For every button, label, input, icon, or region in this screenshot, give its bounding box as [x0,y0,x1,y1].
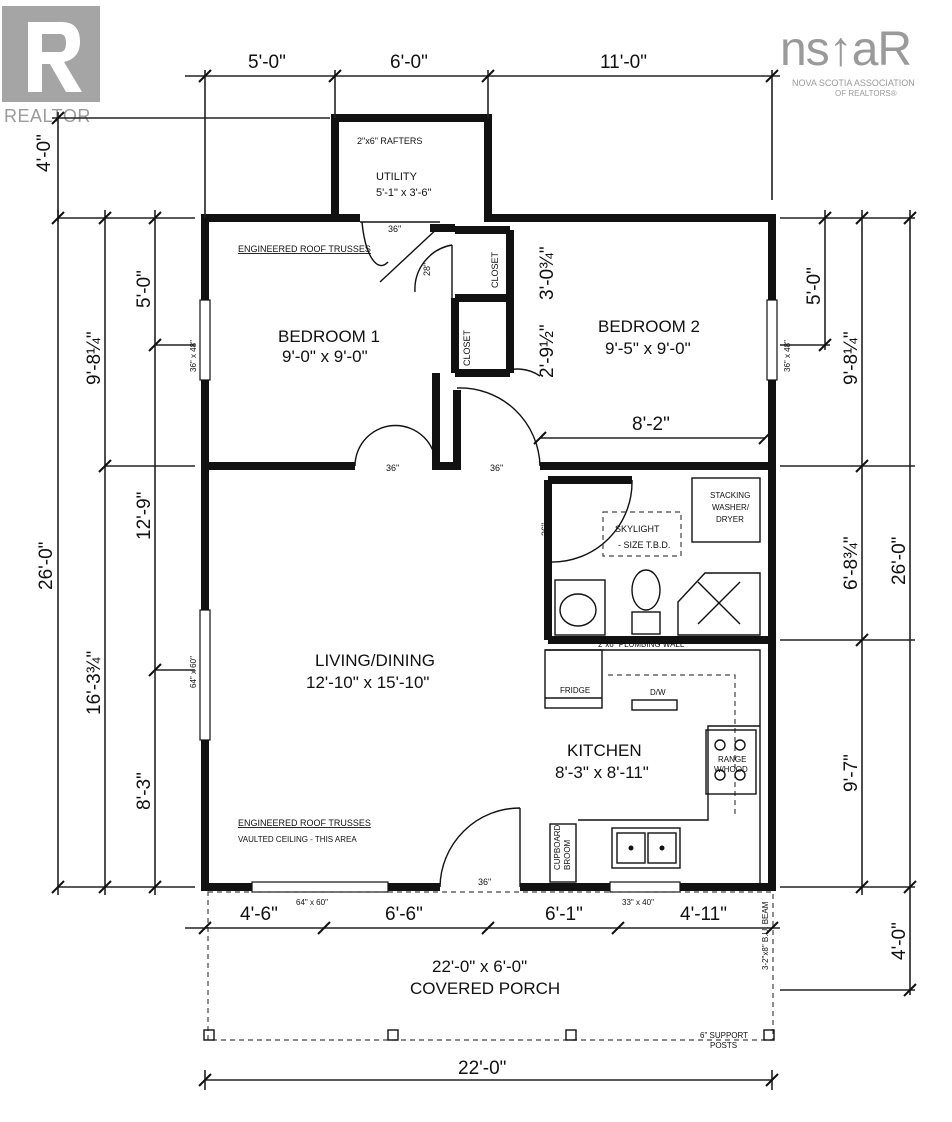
note-range-2: W/HOOD [714,765,748,774]
note-closet-2: CLOSET [462,329,472,366]
living-name: LIVING/DINING [315,651,435,670]
window-bed2-label: 36" x 48" [783,340,792,372]
interior-walls [205,214,772,644]
utility-size: 5'-1" x 3'-6" [376,187,432,199]
kitchen-name: KITCHEN [567,741,642,760]
dim-left-b: 12'-9" [134,492,155,540]
dim-right-porch: 4'-0" [889,922,910,960]
dim-bottom-b: 6'-6" [385,904,423,925]
dimension-ticks [51,69,917,1087]
dim-utility-depth: 4'-0" [34,134,55,172]
dimension-lines [52,70,915,1090]
door-closet1-label: 28" [422,263,432,276]
note-cupboard-1: CUPBOARD [553,824,562,870]
fixtures [544,477,761,890]
bedroom1-name: BEDROOM 1 [278,327,380,346]
bedroom1-size: 9'-0" x 9'-0" [282,347,368,366]
dim-left-lower: 16'-3¾" [84,651,105,715]
window-bed1-label: 36" x 48" [189,340,198,372]
dim-top-mid: 6'-0" [390,52,428,73]
porch-name: COVERED PORCH [410,979,560,998]
note-stacking-3: DRYER [716,515,744,524]
window-living-left-label: 64" x 60" [189,656,198,688]
dim-left-a: 5'-0" [134,270,155,308]
door-bed2-label: 36" [490,463,503,473]
note-trusses-bottom: ENGINEERED ROOF TRUSSES [238,818,371,828]
note-trusses-top: ENGINEERED ROOF TRUSSES [238,244,371,254]
dim-closet-b: 2'-9½" [537,324,558,378]
dim-right-d: 9'-7" [841,754,862,792]
dim-right-b: 9'-8¼" [841,331,862,385]
door-bath-label: 36" [540,523,550,536]
dim-closet-a: 3'-0¾" [537,246,558,300]
dim-bottom-a: 4'-6" [240,904,278,925]
dim-left-total: 26'-0" [36,542,57,590]
window-kitchen-label: 33" x 40" [622,898,654,907]
nsar-subtitle-line-2: OF REALTORS® [835,89,897,98]
note-closet-1: CLOSET [490,251,500,288]
porch-size: 22'-0" x 6'-0" [432,957,527,976]
dim-bottom-d: 4'-11" [680,904,727,925]
dim-top-right: 11'-0" [600,52,647,73]
door-utility-label: 36" [388,224,401,234]
door-swings [354,221,633,888]
door-closet2-label: 28" [505,339,515,352]
note-rafters: 2"x6" RAFTERS [357,136,422,146]
dim-right-c: 6'-8¾" [841,536,862,590]
realtor-logo [2,6,100,102]
note-dw: D/W [650,688,666,697]
note-stacking-2: WASHER/ [712,503,750,512]
dim-bedroom2-width: 8'-2" [632,414,670,435]
dim-right-a: 5'-0" [804,267,825,305]
note-vaulted: VAULTED CEILING - THIS AREA [238,835,357,844]
exterior-wall [201,114,776,891]
note-posts-1: 6" SUPPORT [700,1031,748,1040]
note-cupboard-2: BROOM [563,839,572,870]
dim-right-total: 26'-0" [889,537,910,585]
dim-left-upper: 9'-8¼" [84,331,105,385]
note-fridge: FRIDGE [560,686,590,695]
note-plumbing-wall: 2"x6" PLUMBING WALL [598,640,685,649]
bedroom2-name: BEDROOM 2 [598,317,700,336]
door-bed1-label: 36" [386,463,399,473]
kitchen-size: 8'-3" x 8'-11" [555,763,649,782]
note-beam: 3-2"x8" B.U. BEAM [761,901,770,970]
living-size: 12'-10" x 15'-10" [306,673,429,692]
dim-bottom-total: 22'-0" [458,1058,506,1079]
door-entry-label: 36" [478,877,491,887]
nsar-subtitle-line-1: NOVA SCOTIA ASSOCIATION [792,78,915,88]
nsar-wordmark: ns↑aR [780,23,912,76]
dim-bottom-c: 6'-1" [545,904,583,925]
covered-porch [203,891,775,1041]
windows [199,299,778,893]
bedroom2-size: 9'-5" x 9'-0" [605,339,691,358]
note-skylight-1: SKYLIGHT [615,524,660,534]
note-stacking-1: STACKING [710,491,750,500]
note-posts-2: POSTS [710,1041,737,1050]
realtor-wordmark: REALTOR [4,106,91,126]
note-range-1: RANGE [718,755,746,764]
note-skylight-2: - SIZE T.B.D. [618,540,670,550]
utility-name: UTILITY [376,171,418,183]
dim-top-left: 5'-0" [248,52,286,73]
window-front-label: 64" x 60" [296,898,328,907]
dim-left-c: 8'-3" [134,772,155,810]
